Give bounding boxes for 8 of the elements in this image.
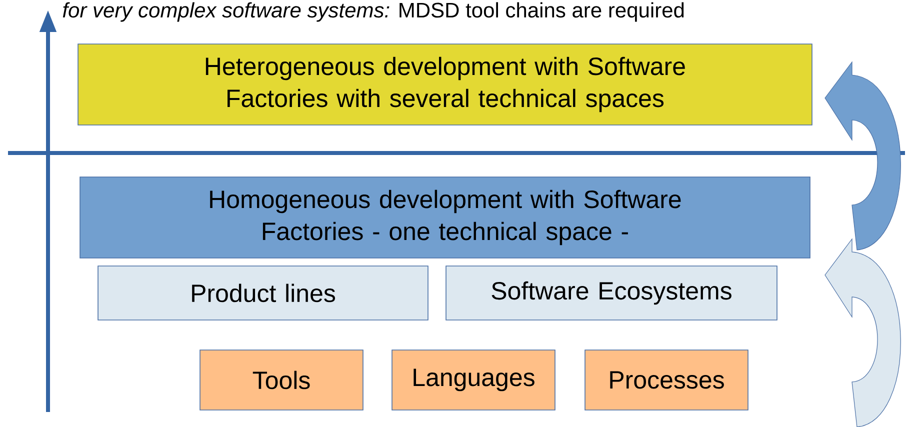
level-box: Homogeneous development with Software Factories - one technical space - bbox=[80, 176, 810, 258]
level-box: Heterogeneous development with Software Factories with several technical spaces bbox=[78, 44, 812, 126]
level-box: Software Ecosystems bbox=[446, 266, 778, 320]
level-box: Tools bbox=[200, 350, 364, 410]
level-box: Languages bbox=[392, 350, 556, 410]
level-box: Processes bbox=[584, 350, 748, 410]
note-text: for very complex software systems: MDSD tool chains are required bbox=[62, 2, 684, 22]
level-box: Product lines bbox=[98, 266, 428, 320]
